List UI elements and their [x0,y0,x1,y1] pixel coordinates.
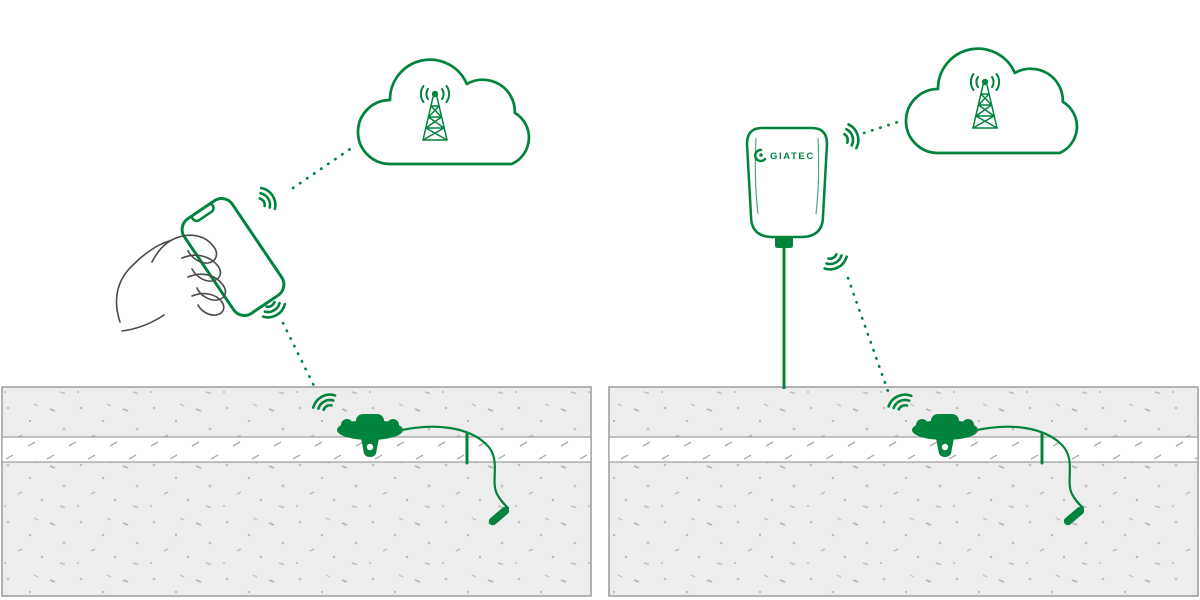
sensor-cable [975,425,1085,510]
gateway-mount-knob [775,236,793,248]
panel-gateway-scenario: GIATEC [608,47,1199,597]
wireless-dotted-link-phone-cloud [291,143,358,190]
gateway-body [745,126,829,239]
cell-tower-icon [969,73,1001,129]
giatec-logo-icon [754,148,767,163]
wireless-dotted-link-gateway-cloud [862,119,903,135]
wireless-signal-icon [840,121,863,152]
sensor-cable [400,425,510,510]
wireless-signal-icon [820,249,851,275]
sensor-probe-icon [1063,506,1085,526]
wireless-dotted-link-gateway-sensor [846,276,891,396]
cloud-icon [356,58,531,166]
wireless-dotted-link-phone-sensor [281,321,318,392]
cell-tower-icon [419,85,451,141]
hand-illustration [115,234,227,332]
gateway-label: GIATEC [770,151,815,162]
sensor-probe-icon [488,506,510,526]
wireless-signal-icon [254,183,281,215]
panel-smartphone-scenario [1,58,592,597]
concrete-slab [1,386,592,597]
cloud-icon [904,47,1079,155]
smartphone-icon [180,197,286,317]
gateway-device: GIATEC [745,126,829,248]
concrete-slab [608,386,1199,597]
